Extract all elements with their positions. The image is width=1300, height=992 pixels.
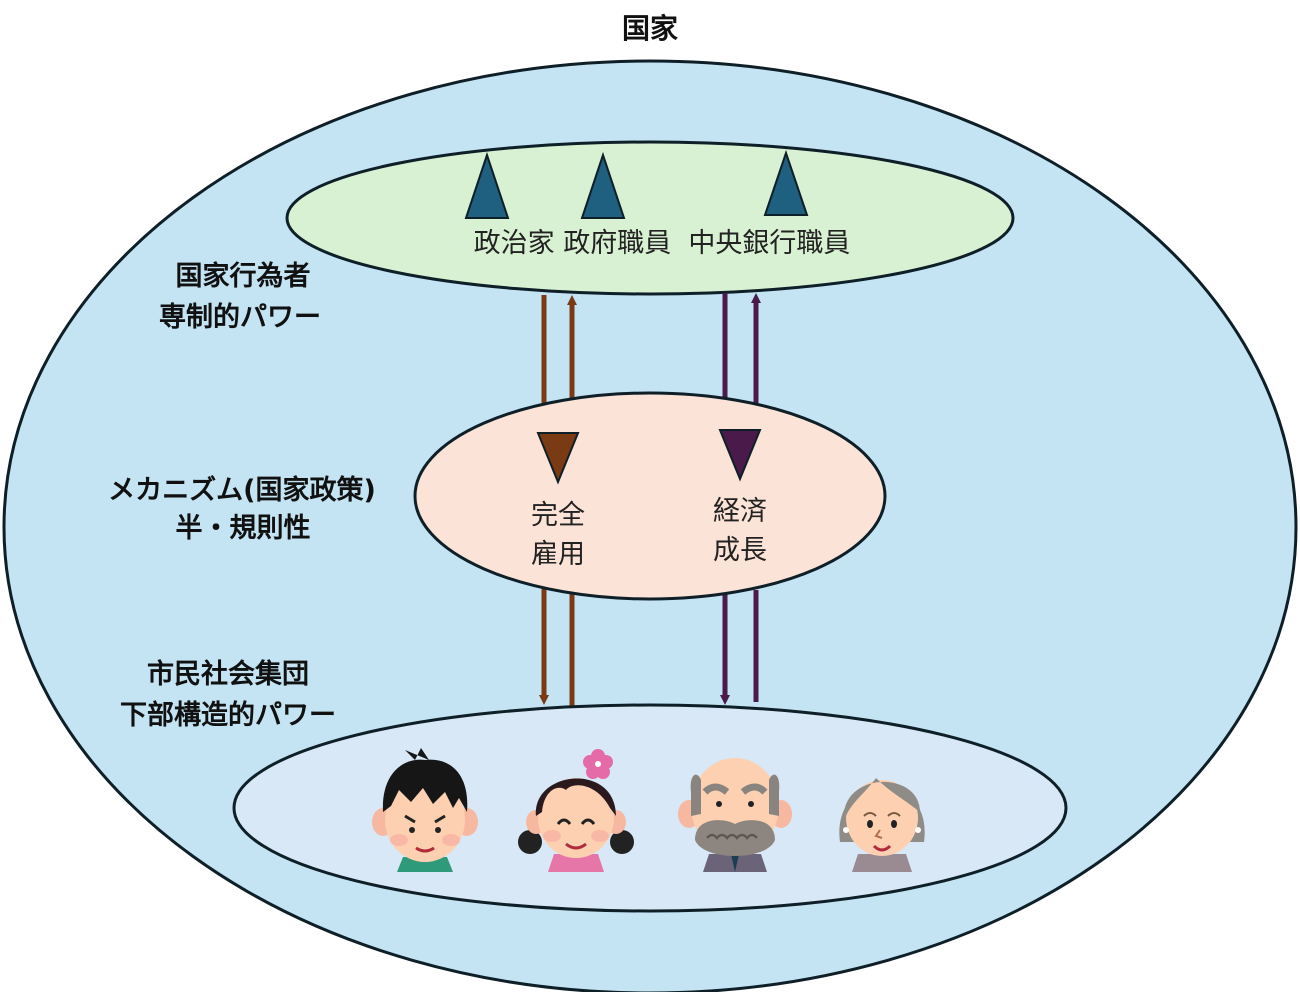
old-woman-icon <box>839 778 925 872</box>
state-actors-ellipse <box>285 140 1015 296</box>
civil-society-ellipse <box>232 703 1068 913</box>
mechanism-label-line1: メカニズム(国家政策) <box>108 474 376 506</box>
state-actors-label-line1: 国家行為者 <box>176 260 311 292</box>
old-man-icon <box>678 758 792 872</box>
economic-growth-line1: 経済 <box>713 496 767 527</box>
state-title: 国家 <box>622 12 678 45</box>
mechanism-label-line2: 半・規則性 <box>176 513 311 544</box>
full-employment-triangle-icon <box>536 432 580 485</box>
economic-growth-line2: 成長 <box>713 535 767 566</box>
full-employment-line2: 雇用 <box>531 539 585 570</box>
politician-triangle-icon <box>464 151 510 219</box>
civil-society-label-line1: 市民社会集団 <box>147 658 309 690</box>
economic-growth-triangle-icon <box>718 429 762 482</box>
full-employment-line1: 完全 <box>531 500 585 531</box>
mechanism-ellipse <box>413 391 887 601</box>
state-actors-label-line2: 専制的パワー <box>159 301 321 333</box>
civil-society-label-line2: 下部構造的パワー <box>120 699 336 731</box>
central-banker-triangle-icon <box>763 149 809 216</box>
boy-icon <box>372 748 478 872</box>
government-official-triangle-icon <box>580 151 626 219</box>
state-actors-text: 政治家 政府職員 中央銀行職員 <box>474 228 851 259</box>
girl-icon <box>518 749 634 872</box>
